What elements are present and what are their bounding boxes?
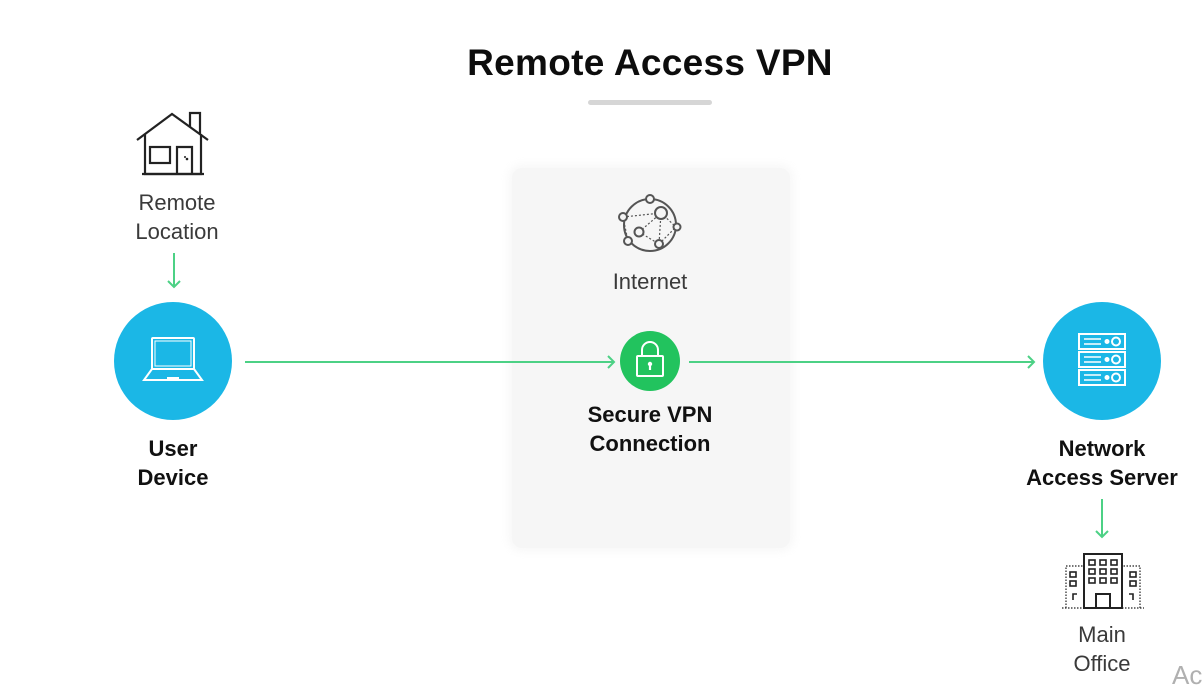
user-device-label: User Device bbox=[98, 434, 248, 492]
user-device-line2: Device bbox=[137, 465, 209, 490]
arrow-vpn-to-server bbox=[689, 354, 1037, 370]
secure-vpn-node bbox=[620, 331, 680, 391]
diagram-title: Remote Access VPN bbox=[467, 42, 833, 83]
main-office-line2: Office bbox=[1073, 651, 1131, 676]
secure-vpn-label: Secure VPN Connection bbox=[550, 400, 750, 458]
arrow-down-server-to-office bbox=[1094, 498, 1110, 540]
main-office-line1: Main bbox=[1078, 622, 1126, 647]
network-access-server-node bbox=[1043, 302, 1161, 420]
house-icon bbox=[134, 110, 212, 178]
server-rack-icon bbox=[1077, 332, 1127, 391]
user-device-line1: User bbox=[148, 436, 198, 461]
remote-location-line1: Remote bbox=[138, 190, 216, 215]
network-access-server-line2: Access Server bbox=[1026, 465, 1178, 490]
title-underline bbox=[588, 100, 712, 105]
network-access-server-line1: Network bbox=[1058, 436, 1146, 461]
remote-location-label: Remote Location bbox=[102, 188, 252, 246]
main-office-label: Main Office bbox=[1027, 620, 1177, 678]
lock-icon bbox=[633, 339, 667, 384]
secure-vpn-line1: Secure VPN bbox=[587, 402, 713, 427]
user-device-node bbox=[114, 302, 232, 420]
corner-text: Ac bbox=[1172, 660, 1203, 690]
arrow-down-remote-to-device bbox=[166, 252, 182, 290]
network-globe-icon bbox=[617, 193, 685, 257]
remote-location-line2: Location bbox=[135, 219, 219, 244]
internet-label: Internet bbox=[612, 269, 688, 294]
network-access-server-label: Network Access Server bbox=[1002, 434, 1202, 492]
secure-vpn-line2: Connection bbox=[589, 431, 711, 456]
arrow-device-to-vpn bbox=[245, 354, 617, 370]
laptop-icon bbox=[141, 334, 205, 389]
office-building-icon bbox=[1060, 552, 1146, 610]
